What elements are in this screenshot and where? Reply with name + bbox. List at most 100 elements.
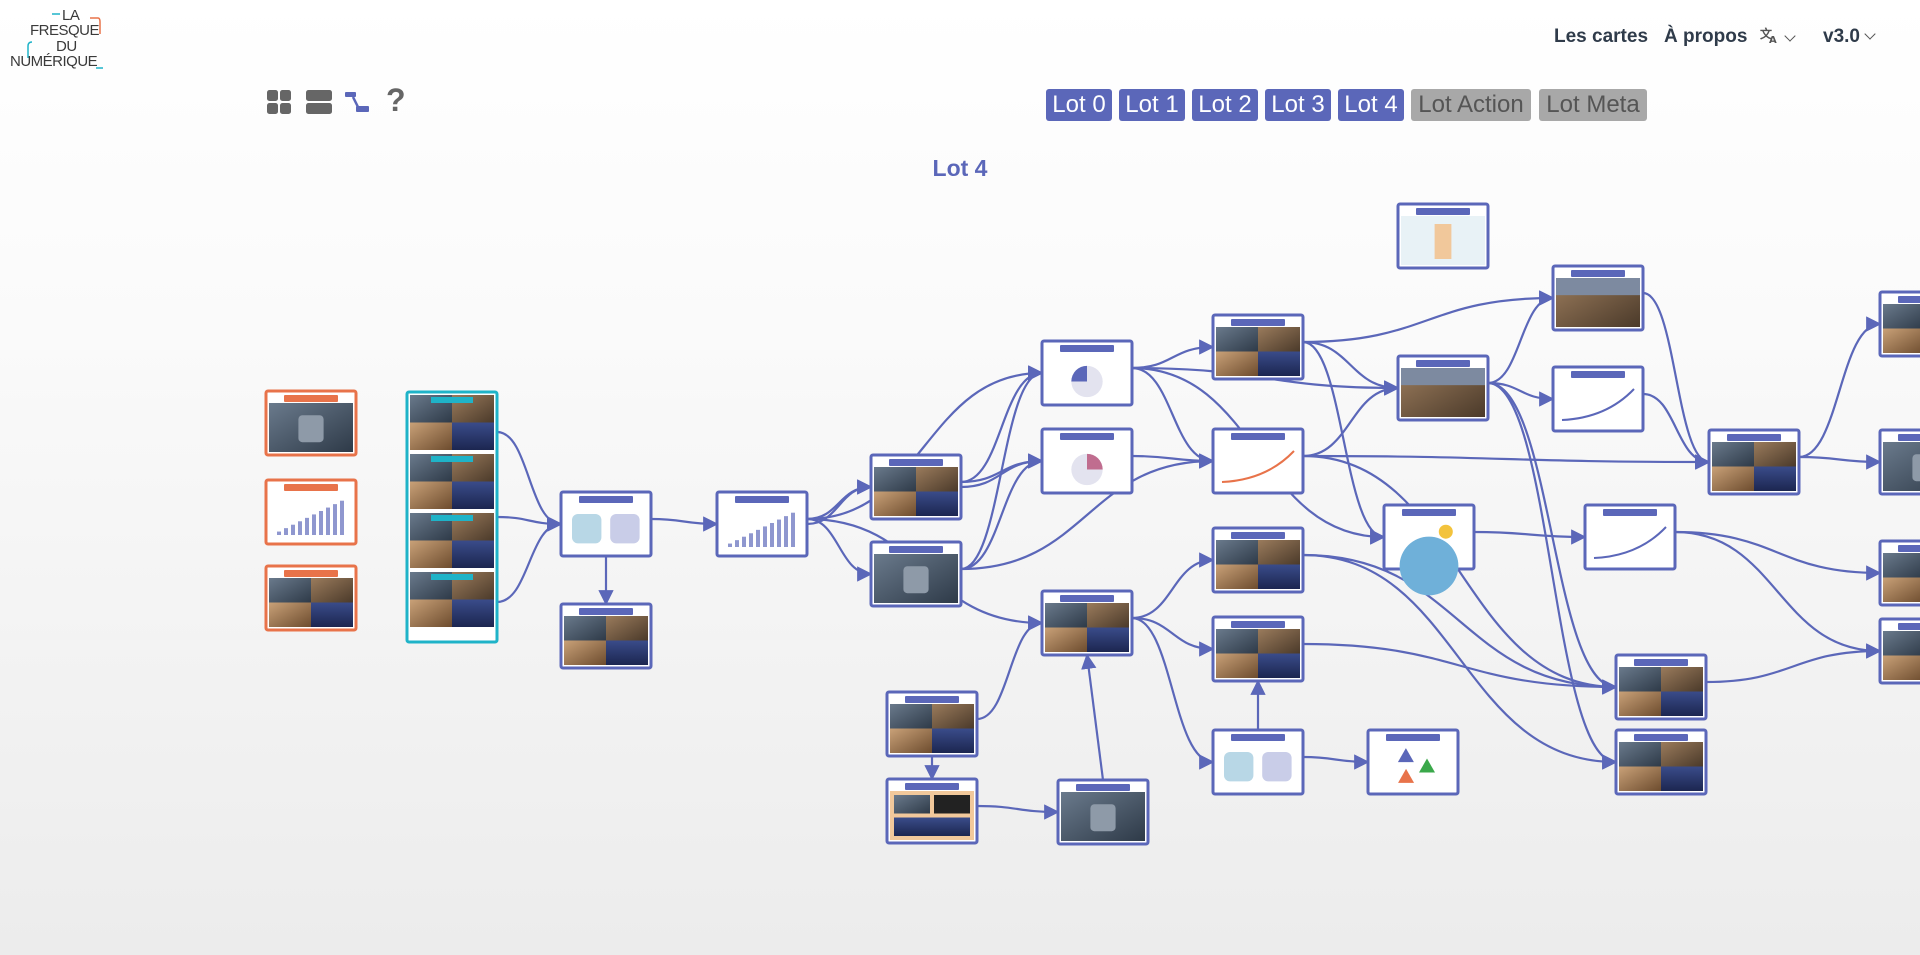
card-link-arrow	[1131, 366, 1215, 469]
card-link-arrow	[1798, 316, 1882, 459]
card-n1[interactable]	[559, 490, 653, 558]
card-n12[interactable]	[1211, 313, 1305, 381]
card-n2[interactable]	[559, 602, 653, 670]
grid-view-icon[interactable]	[266, 86, 292, 116]
card-n3[interactable]	[715, 490, 809, 558]
card-n23[interactable]	[1583, 503, 1677, 571]
card-n19[interactable]	[1396, 354, 1490, 422]
translate-icon: 文 A	[1760, 26, 1777, 46]
card-link-arrow	[1131, 339, 1215, 370]
card-link-arrow	[806, 479, 873, 526]
nav-about-link[interactable]: À propos	[1664, 26, 1748, 47]
card-n6[interactable]	[1040, 339, 1134, 407]
card-link-arrow	[650, 516, 719, 532]
card-link-arrow	[496, 430, 563, 532]
card-link-arrow	[1302, 380, 1400, 458]
card-link-arrow	[960, 453, 1044, 571]
card-link-arrow	[1131, 616, 1215, 657]
card-link-arrow	[1131, 453, 1215, 469]
card-link-arrow	[1642, 291, 1711, 470]
logo-mark	[27, 13, 103, 69]
card-link-arrow	[1473, 529, 1587, 545]
card-link-arrow	[806, 365, 1044, 521]
card-n22[interactable]	[1551, 365, 1645, 433]
card-n11[interactable]	[1056, 778, 1150, 846]
card-c0b[interactable]	[264, 478, 358, 546]
logo-line-1: LA	[62, 7, 80, 24]
logo[interactable]: LA FRESQUE DU NUMÉRIQUE	[8, 8, 103, 74]
card-link-arrow	[1302, 454, 1711, 470]
card-n5[interactable]	[869, 540, 963, 608]
card-n28[interactable]	[1878, 428, 1920, 496]
card-link-arrow	[1674, 530, 1882, 659]
graph-view-icon[interactable]	[344, 86, 370, 116]
card-link-arrow	[1081, 653, 1105, 781]
card-link-arrow	[1302, 642, 1618, 695]
card-link-arrow	[1798, 454, 1882, 470]
card-link-arrow	[1302, 340, 1386, 545]
card-n29[interactable]	[1878, 539, 1920, 607]
logo-line-2: FRESQUE	[30, 22, 100, 39]
card-n9[interactable]	[885, 690, 979, 758]
lot-2-button[interactable]: Lot 2	[1192, 89, 1258, 121]
card-link-arrow	[1302, 754, 1370, 770]
card-n4[interactable]	[869, 453, 963, 521]
section-title: Lot 4	[0, 155, 1920, 182]
card-link-arrow	[1302, 290, 1555, 344]
card-n13[interactable]	[1211, 427, 1305, 495]
card-c0c[interactable]	[264, 564, 358, 632]
card-n18[interactable]	[1396, 202, 1490, 270]
card-n30[interactable]	[1878, 617, 1920, 685]
help-icon[interactable]: ?	[386, 82, 406, 118]
nav-cards-link[interactable]: Les cartes	[1554, 26, 1649, 47]
card-n14[interactable]	[1211, 526, 1305, 594]
card-n20[interactable]	[1382, 503, 1476, 596]
card-link-arrow	[496, 516, 563, 604]
card-c0a[interactable]	[264, 389, 358, 457]
card-n25[interactable]	[1614, 653, 1708, 721]
card-link-arrow	[1705, 643, 1882, 684]
card-link-arrow	[1487, 381, 1618, 770]
card-link-arrow	[1131, 616, 1215, 770]
card-link-arrow	[1487, 381, 1618, 695]
lot-3-button[interactable]: Lot 3	[1265, 89, 1331, 121]
version-selector[interactable]: v3.0	[1823, 26, 1876, 48]
section-title-text: Lot 4	[932, 155, 988, 181]
lot-meta-button[interactable]: Lot Meta	[1539, 89, 1647, 121]
logo-line-4: NUMÉRIQUE	[10, 53, 98, 70]
card-n7[interactable]	[1040, 427, 1134, 495]
card-link-arrow	[976, 804, 1060, 820]
language-selector[interactable]: 文 A	[1760, 26, 1796, 50]
card-link-arrow	[976, 615, 1044, 721]
card-n17[interactable]	[1366, 728, 1460, 796]
card-n26[interactable]	[1614, 728, 1708, 796]
list-view-icon[interactable]	[305, 86, 333, 116]
lot-action-button[interactable]: Lot Action	[1411, 89, 1531, 121]
card-n24[interactable]	[1707, 428, 1801, 496]
card-col[interactable]	[405, 390, 499, 644]
card-link-arrow	[1302, 340, 1400, 396]
card-link-arrow	[960, 365, 1044, 571]
card-n15[interactable]	[1211, 615, 1305, 683]
card-link-arrow	[1674, 530, 1882, 581]
card-link-arrow	[1487, 381, 1555, 407]
lot-4-button[interactable]: Lot 4	[1338, 89, 1404, 121]
card-n10[interactable]	[885, 777, 979, 845]
card-link-arrow	[1302, 553, 1618, 770]
card-link-arrow	[1131, 552, 1215, 620]
card-link-arrow	[1487, 290, 1555, 385]
card-link-arrow	[960, 453, 1215, 571]
lot-0-button[interactable]: Lot 0	[1046, 89, 1112, 121]
svg-text:文: 文	[1760, 26, 1773, 41]
logo-line-3: DU	[56, 38, 77, 55]
card-link-arrow	[1302, 553, 1618, 695]
card-n8[interactable]	[1040, 589, 1134, 657]
lot-1-button[interactable]: Lot 1	[1119, 89, 1185, 121]
card-link-arrow	[806, 517, 873, 582]
card-n27[interactable]	[1878, 290, 1920, 358]
card-link-arrow	[1302, 454, 1618, 695]
card-n16[interactable]	[1211, 728, 1305, 796]
card-n21[interactable]	[1551, 264, 1645, 332]
card-link-arrow	[1642, 392, 1711, 470]
